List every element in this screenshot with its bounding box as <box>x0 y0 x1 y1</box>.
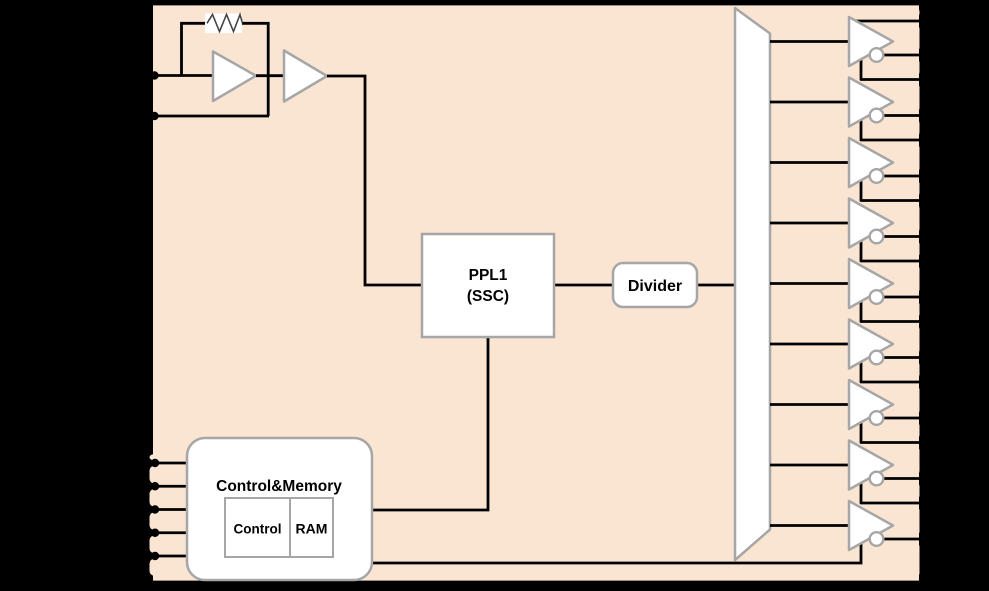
chip-edge-tab <box>895 360 920 380</box>
output-buffer <box>770 439 922 505</box>
control-memory-title: Control&Memory <box>216 478 342 495</box>
chip-edge-tab <box>895 203 920 234</box>
chip-edge-tab <box>895 263 920 295</box>
pll-control-wire <box>373 337 490 512</box>
divider-label: Divider <box>628 278 682 295</box>
output-pin-wire <box>859 57 922 81</box>
inverter-bubble-icon <box>868 167 885 184</box>
chip-edge-tab <box>895 82 920 113</box>
chip-edge-tab <box>895 541 920 578</box>
output-pin-wire <box>859 178 922 202</box>
chip-edge-tab <box>895 324 920 355</box>
feedback-wire-right <box>242 21 270 116</box>
output-buffer <box>770 499 922 552</box>
inverter-bubble-icon <box>868 470 885 487</box>
inverter-bubble-icon <box>868 228 885 245</box>
pll-block <box>420 232 556 339</box>
osc-pin-x1-dot <box>150 71 159 80</box>
ram-sub-block <box>289 497 334 558</box>
chip-edge-tab <box>149 465 168 484</box>
output-buffer <box>770 15 922 81</box>
divider-block <box>611 261 699 309</box>
output-pin-wire <box>859 480 922 505</box>
resistor-icon <box>206 11 244 34</box>
output-buffer <box>770 318 922 384</box>
chip-edge-tab <box>149 454 168 461</box>
chip-edge-tab <box>149 512 168 531</box>
inverter-bubble-icon <box>868 289 885 306</box>
inverter-bubble-icon <box>868 531 885 548</box>
control-pin <box>150 528 189 537</box>
chip-edge-tab <box>895 118 920 138</box>
chip-edge-tab <box>895 481 920 501</box>
chip-edge-tab <box>895 239 920 259</box>
control-pin <box>150 482 189 491</box>
oscillator-buffer-icon <box>282 49 329 103</box>
output-pin-wire <box>859 238 922 263</box>
crystal-oscillator <box>150 11 422 287</box>
output-buffer <box>770 76 922 142</box>
control-pin-dot <box>150 482 160 491</box>
chip-edge-tab <box>895 142 920 174</box>
output-buffer <box>770 197 922 263</box>
output-pin-wire <box>859 299 922 323</box>
output-pin-wire <box>859 117 922 142</box>
pll-label-line2: (SSC) <box>467 288 509 305</box>
control-sub-block <box>224 497 291 558</box>
control-pin-dot <box>150 528 160 537</box>
control-pin-dot <box>150 458 160 468</box>
control-pin <box>150 458 189 468</box>
oscillator-amplifier-icon <box>211 50 258 103</box>
chip-edge-tab <box>149 558 168 576</box>
control-memory-section: Control&Memory Control RAM <box>185 436 374 582</box>
pll-label-line1: PPL1 <box>469 267 508 284</box>
control-pin-dot <box>150 505 160 514</box>
chip-edge-tab <box>149 535 168 554</box>
chip-edge-tab <box>895 505 920 537</box>
output-buffer-array <box>770 15 922 552</box>
osc-pin-x2-dot <box>150 111 159 121</box>
chip-edge-tab <box>895 23 920 53</box>
control-pin-array <box>150 458 189 561</box>
output-pin-wire <box>859 420 922 444</box>
feedback-wire-left <box>180 21 207 76</box>
osc-to-pll-wire <box>327 74 422 287</box>
inverter-bubble-icon <box>868 47 885 64</box>
output-pin-wire <box>859 359 922 384</box>
inverter-bubble-icon <box>868 349 885 366</box>
chip-edge-tab <box>895 299 920 319</box>
output-buffer <box>770 257 922 323</box>
inverter-bubble-icon <box>868 107 885 124</box>
output-buffer <box>770 136 922 202</box>
ram-sub-label: RAM <box>296 521 328 537</box>
chip-left-edge-tabs <box>149 454 168 576</box>
chip-right-edge-tabs <box>895 6 920 578</box>
chip-edge-tab <box>895 420 920 440</box>
chip-edge-tab <box>895 178 920 198</box>
control-pin <box>150 505 189 514</box>
chip-edge-tab <box>895 6 920 19</box>
clock-distribution-trapezoid <box>733 6 772 562</box>
chip-edge-tab <box>149 488 168 507</box>
output-buffer <box>770 378 922 444</box>
inverter-bubble-icon <box>868 410 885 427</box>
control-pin-dot <box>150 551 160 561</box>
control-sub-label: Control <box>234 522 282 537</box>
chip-edge-tab <box>895 384 920 416</box>
chip-edge-tab <box>895 57 920 77</box>
memory-to-output-wire <box>373 542 863 565</box>
control-pin <box>150 551 189 561</box>
chip-edge-tab <box>895 445 920 476</box>
